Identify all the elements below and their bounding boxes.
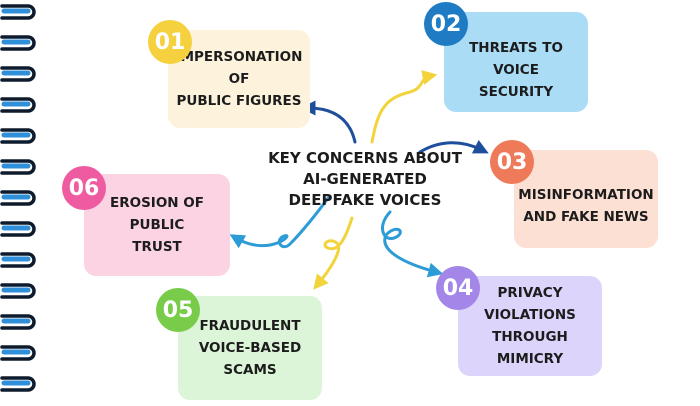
card-line: THREATS TO VOICE <box>469 40 563 78</box>
spiral-ring <box>0 159 36 175</box>
spiral-ring <box>0 35 36 51</box>
center-title-line: AI-GENERATED <box>303 170 427 188</box>
concern-card-03: MISINFORMATION AND FAKE NEWS <box>514 150 658 248</box>
number-badge-01: 01 <box>148 20 192 64</box>
spiral-ring <box>0 221 36 237</box>
number-badge-05: 05 <box>156 288 200 332</box>
card-line: EROSION OF PUBLIC <box>109 195 204 233</box>
card-line: TRUST <box>132 239 182 255</box>
card-line: VIOLATIONS <box>484 307 576 323</box>
card-line: PRIVACY <box>497 285 563 301</box>
concern-card-05: FRAUDULENT VOICE-BASED SCAMS <box>178 296 322 400</box>
card-line: FRAUDULENT <box>199 318 301 334</box>
spiral-ring <box>0 345 36 361</box>
concern-card-06: EROSION OF PUBLIC TRUST <box>84 174 230 276</box>
card-line: THROUGH MIMICRY <box>492 329 568 367</box>
number-badge-03: 03 <box>490 140 534 184</box>
card-line: IMPERSONATION OF <box>175 49 303 87</box>
concern-card-01: IMPERSONATION OF PUBLIC FIGURES <box>168 30 310 128</box>
arrow-to-02 <box>370 70 438 144</box>
spiral-ring <box>0 190 36 206</box>
spiral-ring <box>0 283 36 299</box>
card-line: SCAMS <box>223 362 277 378</box>
arrow-to-01 <box>300 100 357 144</box>
spiral-ring <box>0 97 36 113</box>
card-line: VOICE-BASED <box>198 340 302 356</box>
spiral-ring <box>0 128 36 144</box>
concern-card-04: PRIVACY VIOLATIONS THROUGH MIMICRY <box>458 276 602 376</box>
arrow-to-04 <box>381 210 444 278</box>
card-line: PUBLIC FIGURES <box>176 93 302 109</box>
number-badge-04: 04 <box>436 266 480 310</box>
spiral-ring <box>0 66 36 82</box>
spiral-binding <box>0 4 36 392</box>
number-badge-02: 02 <box>424 2 468 46</box>
spiral-ring <box>0 376 36 392</box>
card-line: AND FAKE NEWS <box>523 209 649 225</box>
spiral-ring <box>0 314 36 330</box>
spiral-ring <box>0 4 36 20</box>
center-title-line: DEEPFAKE VOICES <box>288 191 442 209</box>
number-badge-06: 06 <box>62 166 106 210</box>
center-title-line: KEY CONCERNS ABOUT <box>268 149 462 167</box>
spiral-ring <box>0 252 36 268</box>
concern-card-02: THREATS TO VOICE SECURITY <box>444 12 588 112</box>
arrow-to-05 <box>313 216 354 290</box>
card-line: MISINFORMATION <box>518 187 654 203</box>
card-line: SECURITY <box>478 84 554 100</box>
center-title: KEY CONCERNS ABOUT AI-GENERATED DEEPFAKE… <box>268 148 462 211</box>
